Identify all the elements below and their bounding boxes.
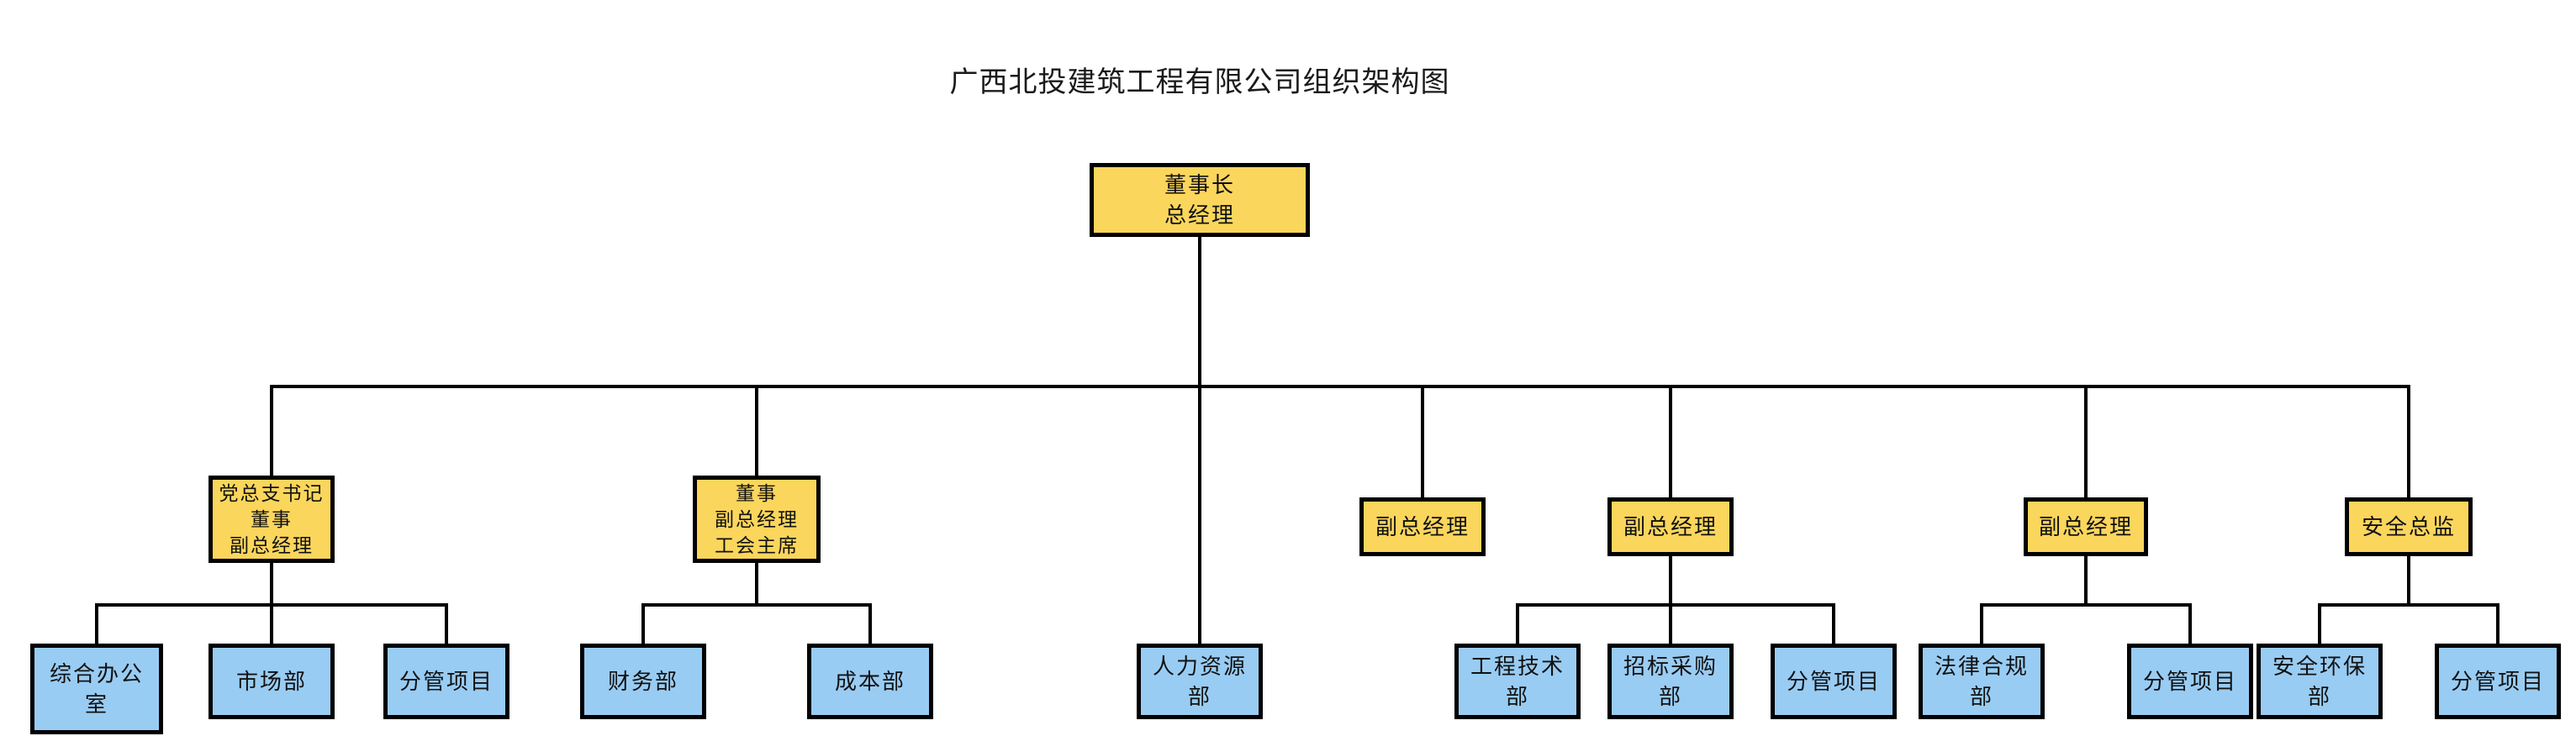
org-node-label: 董事 副总经理 工会主席: [715, 481, 799, 556]
org-node-vice-gm-1: 副总经理: [1359, 497, 1486, 556]
connector-drop-safety-director: [2407, 386, 2410, 497]
org-node-label: 安全环保部: [2272, 654, 2367, 709]
chart-title: 广西北投建筑工程有限公司组织架构图: [949, 66, 1450, 98]
org-node-label: 董事长 总经理: [1164, 172, 1235, 228]
org-node-label: 党总支书记 董事 副总经理: [219, 481, 325, 556]
org-node-label: 财务部: [607, 669, 678, 694]
org-node-label: 副总经理: [1375, 514, 1470, 539]
connector-drop-projects-3: [2188, 605, 2192, 644]
org-node-label: 分管项目: [399, 669, 494, 694]
connector-drop-director-union: [755, 386, 758, 476]
org-node-label: 综合办公室: [49, 661, 144, 717]
org-node-label: 分管项目: [2142, 669, 2237, 694]
org-node-projects-1: 分管项目: [383, 644, 509, 719]
org-node-procurement-dept: 招标采购部: [1607, 644, 1734, 719]
org-node-legal-compliance-dept: 法律合规部: [1919, 644, 2045, 719]
connector-drop-vice-gm-3: [2084, 386, 2088, 497]
org-node-marketing-dept: 市场部: [209, 644, 335, 719]
org-node-director-union-chairman: 董事 副总经理 工会主席: [693, 476, 821, 563]
org-node-safety-env-dept: 安全环保部: [2257, 644, 2383, 719]
org-node-label: 副总经理: [1623, 514, 1718, 539]
connector-drop-finance: [641, 605, 645, 644]
connector-safety-director-children: [2407, 556, 2410, 605]
connector-vice-gm-2-children: [1669, 556, 1672, 644]
connector-group5-horizontal: [1980, 603, 2192, 607]
org-node-general-office: 综合办公室: [30, 644, 163, 734]
connector-drop-safety-env: [2318, 605, 2321, 644]
connector-root-vertical: [1198, 237, 1201, 644]
org-node-projects-4: 分管项目: [2435, 644, 2561, 719]
connector-drop-vice-gm-1: [1421, 386, 1424, 497]
connector-drop-projects-1: [445, 605, 448, 644]
org-node-chairman-general-manager: 董事长 总经理: [1090, 163, 1310, 237]
org-node-vice-gm-3: 副总经理: [2024, 497, 2148, 556]
connector-group4-horizontal: [1516, 603, 1835, 607]
org-node-label: 市场部: [235, 669, 307, 694]
connector-drop-cost: [868, 605, 872, 644]
org-node-label: 法律合规部: [1934, 654, 2029, 709]
connector-group6-horizontal: [2318, 603, 2499, 607]
org-node-party-secretary: 党总支书记 董事 副总经理: [209, 476, 335, 563]
org-node-label: 工程技术部: [1470, 654, 1565, 709]
org-node-hr-dept: 人力资源部: [1137, 644, 1263, 719]
connector-vice-gm-3-children: [2084, 556, 2088, 605]
connector-drop-party-secretary: [270, 386, 273, 476]
org-node-label: 成本部: [834, 669, 905, 694]
connector-group1-horizontal: [95, 603, 448, 607]
org-node-label: 副总经理: [2038, 514, 2133, 539]
org-node-label: 分管项目: [2450, 669, 2545, 694]
org-node-vice-gm-2: 副总经理: [1607, 497, 1734, 556]
connector-director-union-children: [755, 563, 758, 605]
connector-drop-legal: [1980, 605, 1983, 644]
org-node-label: 分管项目: [1786, 669, 1881, 694]
connector-group2-horizontal: [641, 603, 872, 607]
org-node-label: 安全总监: [2361, 514, 2456, 539]
connector-drop-vice-gm-2: [1669, 386, 1672, 497]
org-node-finance-dept: 财务部: [580, 644, 706, 719]
org-node-safety-director: 安全总监: [2345, 497, 2473, 556]
org-node-label: 招标采购部: [1623, 654, 1718, 709]
org-node-label: 人力资源部: [1152, 654, 1247, 709]
org-node-engineering-dept: 工程技术部: [1454, 644, 1581, 719]
connector-drop-engineering: [1516, 605, 1519, 644]
org-node-projects-2: 分管项目: [1771, 644, 1897, 719]
org-node-projects-3: 分管项目: [2127, 644, 2253, 719]
connector-drop-general-office: [95, 605, 98, 644]
connector-drop-projects-2: [1832, 605, 1835, 644]
org-node-cost-dept: 成本部: [807, 644, 933, 719]
connector-drop-projects-4: [2496, 605, 2499, 644]
connector-main-horizontal: [270, 385, 2410, 388]
